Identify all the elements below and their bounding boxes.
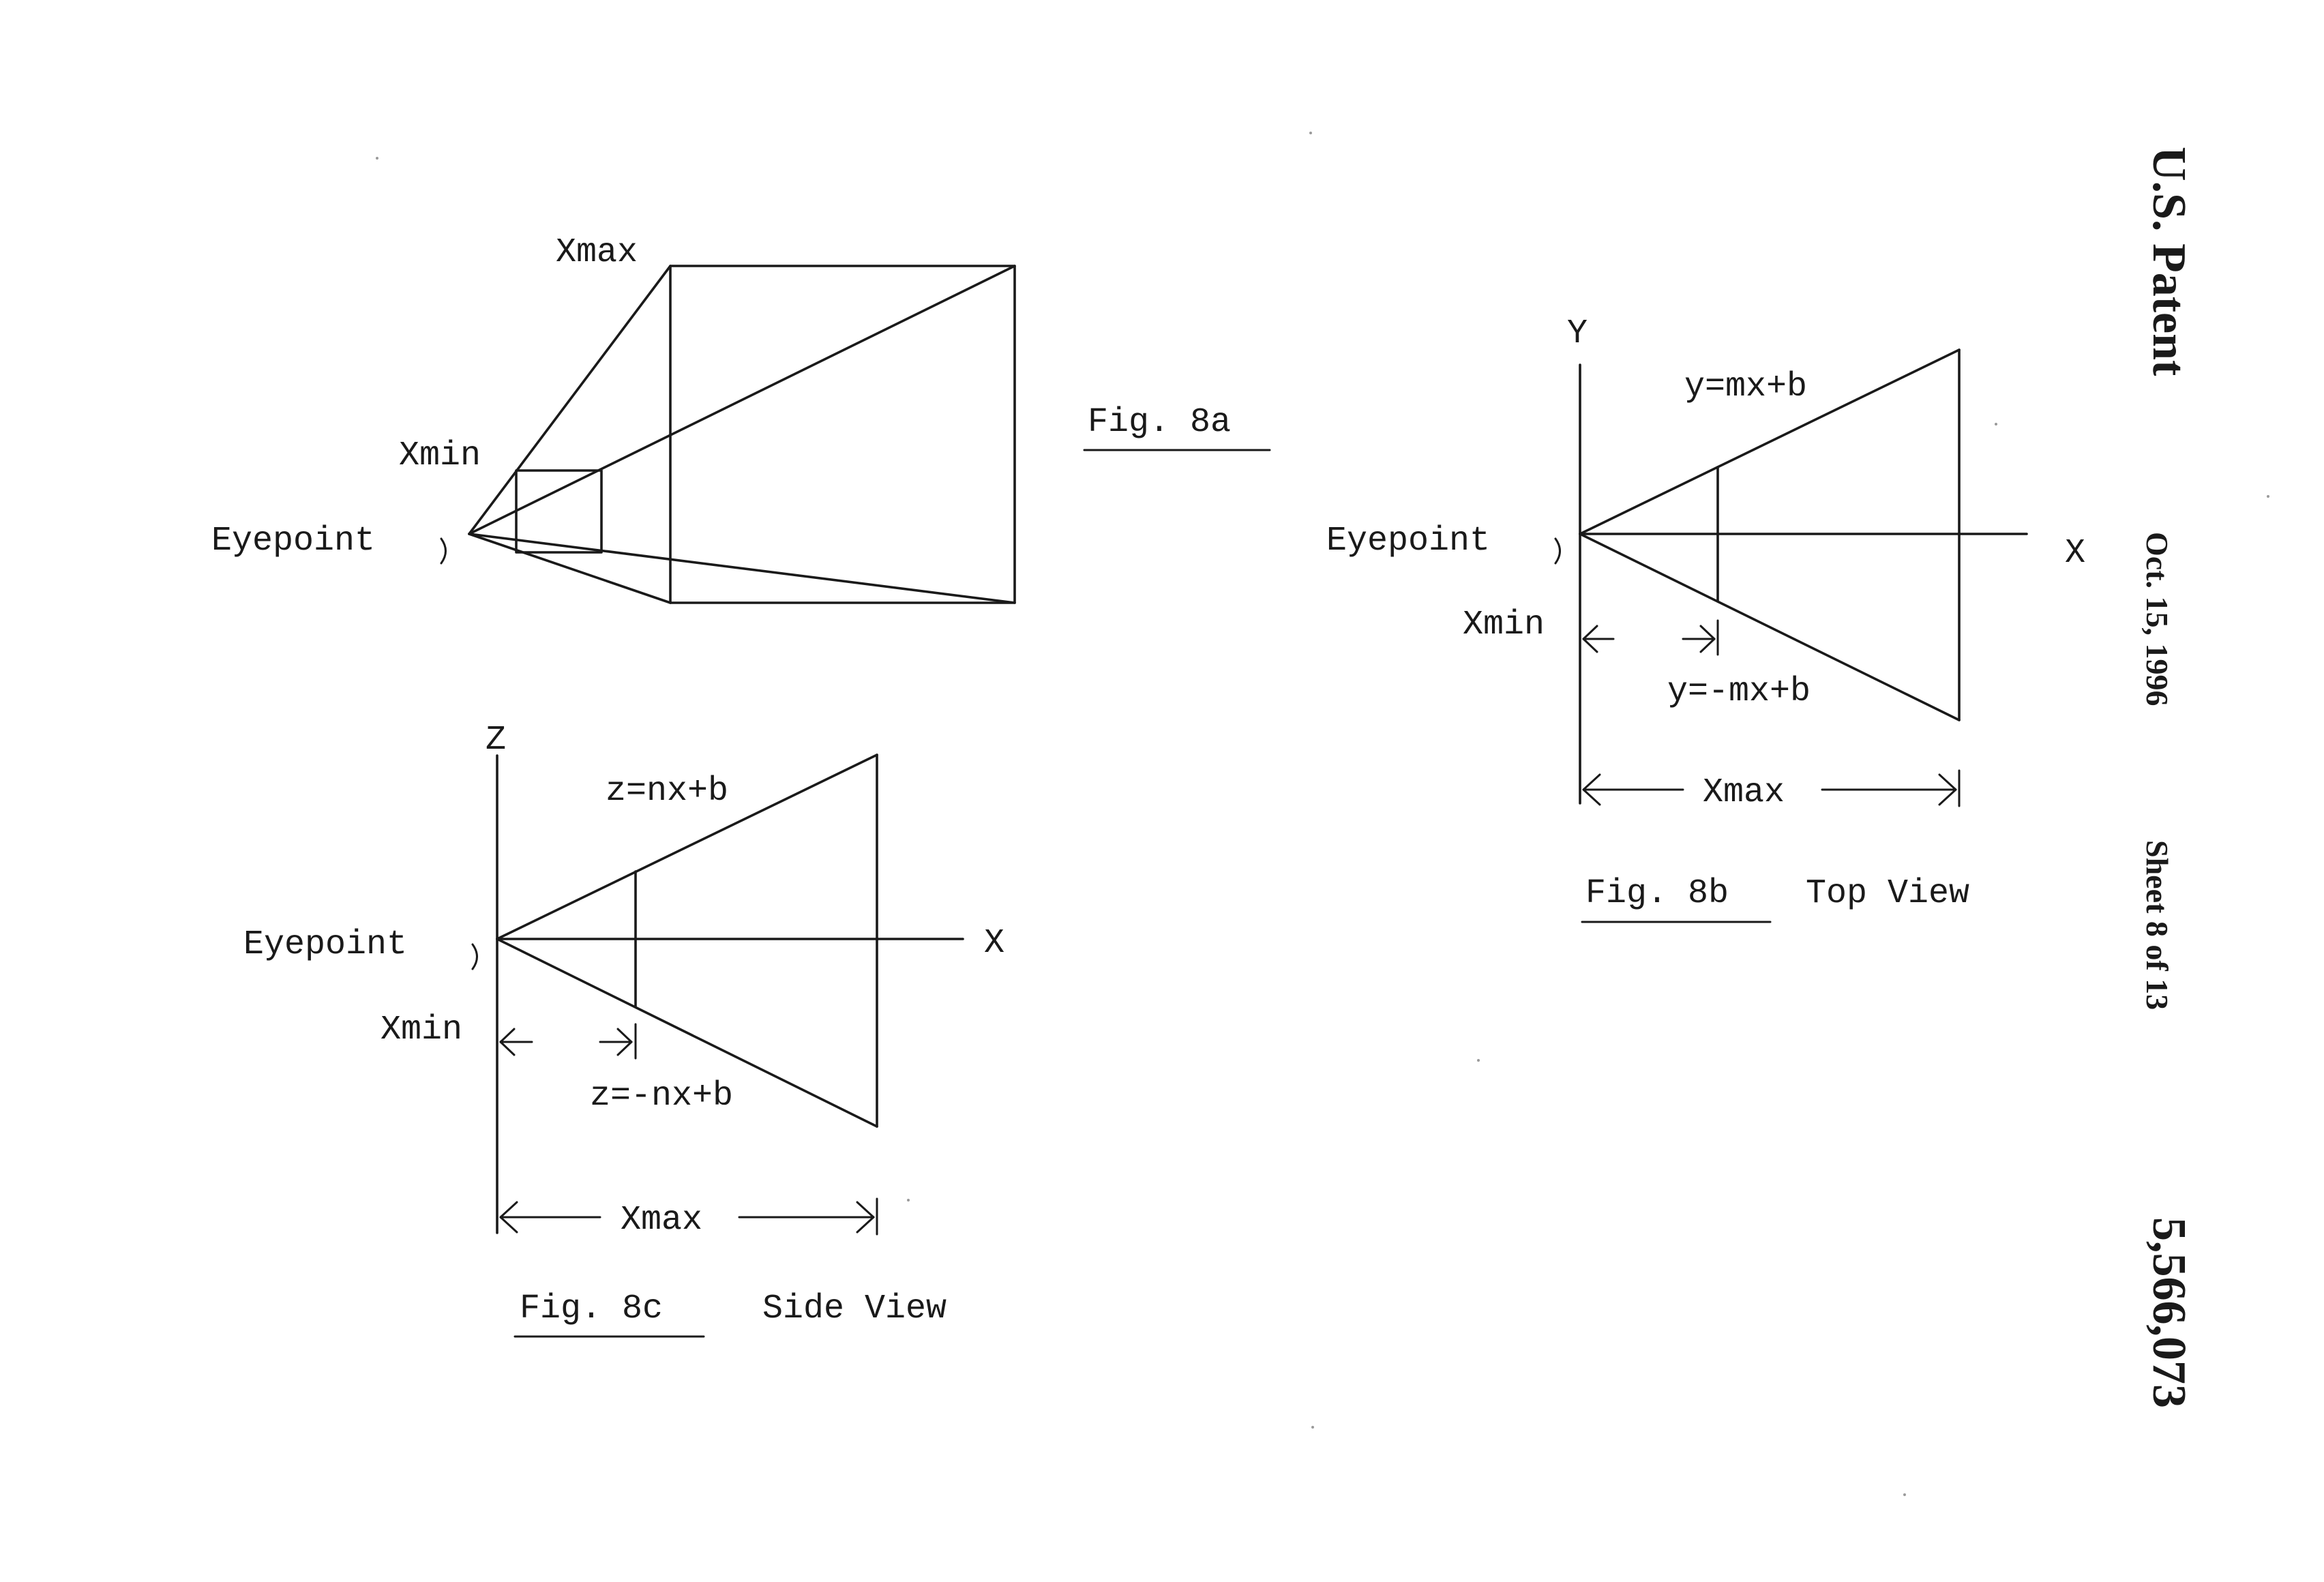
fig8b-lower-equation: y=-mx+b bbox=[1667, 672, 1811, 711]
fig8c-x-axis-label: X bbox=[984, 924, 1004, 963]
upper-ray bbox=[1579, 348, 1961, 535]
fig8c-xmin-label: Xmin bbox=[381, 1011, 462, 1049]
upper-ray-8c bbox=[496, 753, 878, 940]
fig8c-z-axis-label: Z bbox=[486, 721, 506, 760]
ray-top-right bbox=[468, 265, 1016, 535]
fig8a-xmin-label: Xmin bbox=[399, 436, 481, 475]
fig8a-caption: Fig. 8a bbox=[1088, 403, 1231, 442]
figure-8a: Xmax Xmin Eyepoint Fig. 8a bbox=[211, 233, 1271, 604]
scan-specks bbox=[376, 132, 2269, 1496]
fig8b-upper-equation: y=mx+b bbox=[1684, 368, 1807, 406]
fig8b-view-label: Top View bbox=[1806, 874, 1969, 913]
fig8c-upper-equation: z=nx+b bbox=[606, 772, 728, 811]
fig8b-y-axis-label: Y bbox=[1567, 314, 1588, 353]
fig8b-xmin-label: Xmin bbox=[1463, 606, 1545, 644]
figure-8c: Z X z=nx+b z=-nx+b Eyepoint Xmin Xmax Fi… bbox=[243, 721, 1004, 1338]
header-title: U.S. Patent bbox=[2143, 147, 2195, 376]
ray-top-left bbox=[468, 265, 672, 535]
xmax-dimension-8b bbox=[1582, 769, 1961, 807]
fig8c-eyepoint-label: Eyepoint bbox=[243, 925, 407, 964]
fig8b-xmax-label: Xmax bbox=[1703, 773, 1785, 812]
eyepoint-mark-8c bbox=[471, 943, 478, 970]
fig8c-xmax-label: Xmax bbox=[621, 1201, 702, 1240]
fig8b-x-axis-label: X bbox=[2065, 534, 2085, 573]
eyepoint-mark-8b bbox=[1554, 537, 1561, 565]
header-date: Oct. 15, 1996 bbox=[2140, 532, 2175, 706]
header-patent-number: 5,566,073 bbox=[2143, 1217, 2195, 1408]
near-plane bbox=[515, 469, 603, 554]
fig8c-caption: Fig. 8c bbox=[520, 1289, 663, 1328]
xmin-dimension-8b bbox=[1582, 619, 1719, 656]
eyepoint-mark bbox=[440, 537, 447, 565]
fig8a-eyepoint-label: Eyepoint bbox=[211, 522, 375, 561]
fig8c-lower-equation: z=-nx+b bbox=[590, 1077, 733, 1116]
xmin-dimension-8c bbox=[499, 1023, 637, 1060]
lower-ray bbox=[1579, 533, 1961, 721]
patent-header: U.S. Patent Oct. 15, 1996 Sheet 8 of 13 … bbox=[2140, 147, 2195, 1408]
fig8b-caption: Fig. 8b bbox=[1585, 874, 1729, 913]
lower-ray-8c bbox=[496, 938, 878, 1128]
header-sheet: Sheet 8 of 13 bbox=[2140, 840, 2175, 1010]
fig8b-eyepoint-label: Eyepoint bbox=[1326, 522, 1490, 561]
xmax-dimension-8c bbox=[499, 1197, 878, 1236]
fig8a-xmax-label: Xmax bbox=[556, 233, 638, 272]
figure-8b: Y X y=mx+b y=-mx+b Eyepoint Xmin Xmax Fi… bbox=[1326, 314, 2085, 923]
far-plane bbox=[669, 265, 1016, 604]
fig8c-view-label: Side View bbox=[762, 1289, 947, 1328]
ray-bottom-left bbox=[468, 533, 672, 604]
ray-bottom-right bbox=[468, 533, 1016, 604]
